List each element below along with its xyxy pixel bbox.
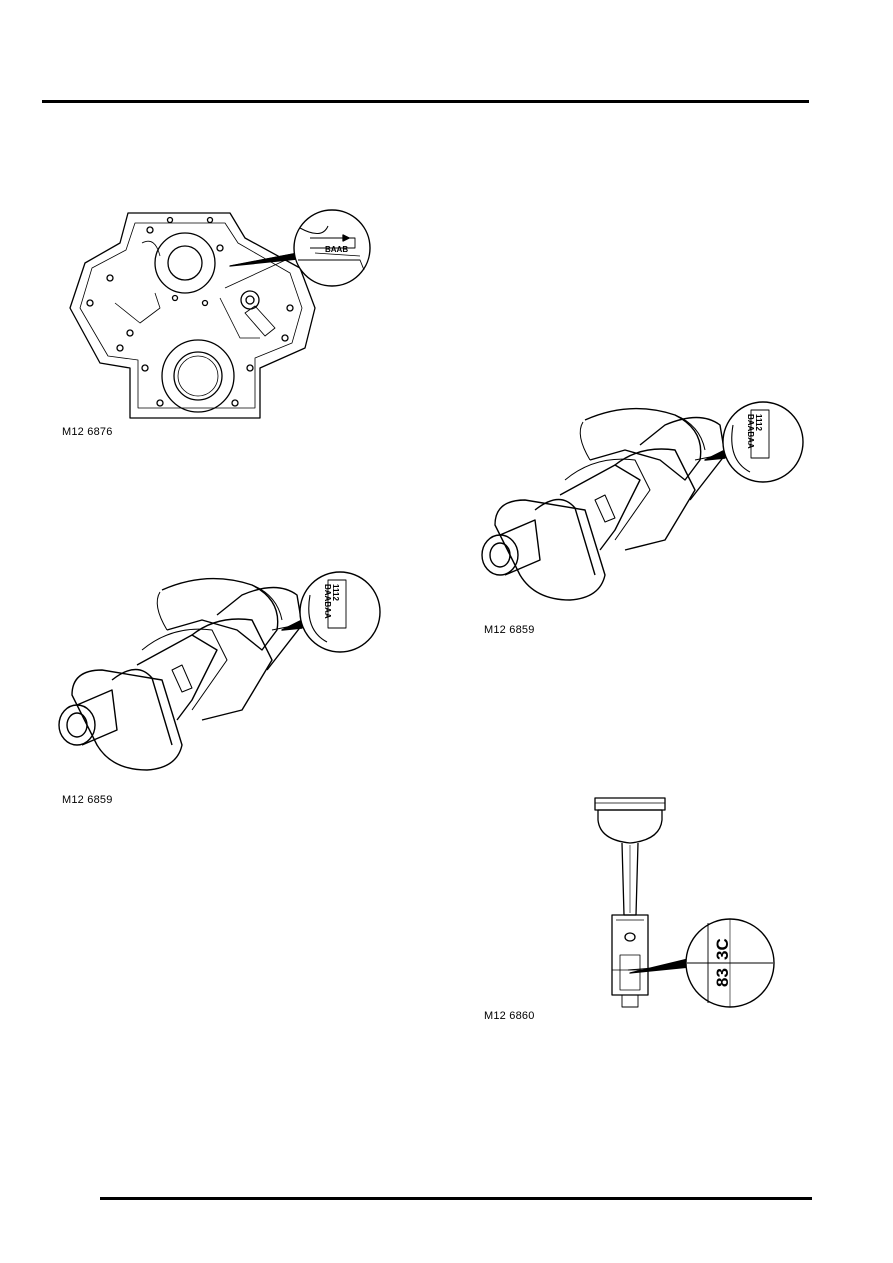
callout-code-line1: 83 xyxy=(713,968,732,987)
callout-code-line2: 3C xyxy=(713,938,732,960)
footer-rule xyxy=(100,1197,812,1200)
figure-caption: M12 6876 xyxy=(62,426,113,438)
callout-code-line1: 1112 xyxy=(331,584,340,601)
crankshaft-illustration: 1112 BAABAA xyxy=(58,571,381,771)
header-rule xyxy=(42,100,809,103)
figure-caption: M12 6859 xyxy=(62,794,113,806)
callout-code-line2: BAABAA xyxy=(323,584,332,619)
crankshaft-illustration: 1112 BAABAA xyxy=(481,401,804,601)
callout-code-line1: 1112 xyxy=(754,414,763,431)
callout-code-line2: BAABAA xyxy=(746,414,755,449)
figure-caption: M12 6860 xyxy=(484,1010,535,1022)
callout-code-baab: BAAB xyxy=(325,245,348,254)
engine-block-illustration: BAAB xyxy=(69,209,371,419)
piston-connecting-rod-illustration: 83 3C xyxy=(594,797,775,1008)
figure-caption: M12 6859 xyxy=(484,624,535,636)
